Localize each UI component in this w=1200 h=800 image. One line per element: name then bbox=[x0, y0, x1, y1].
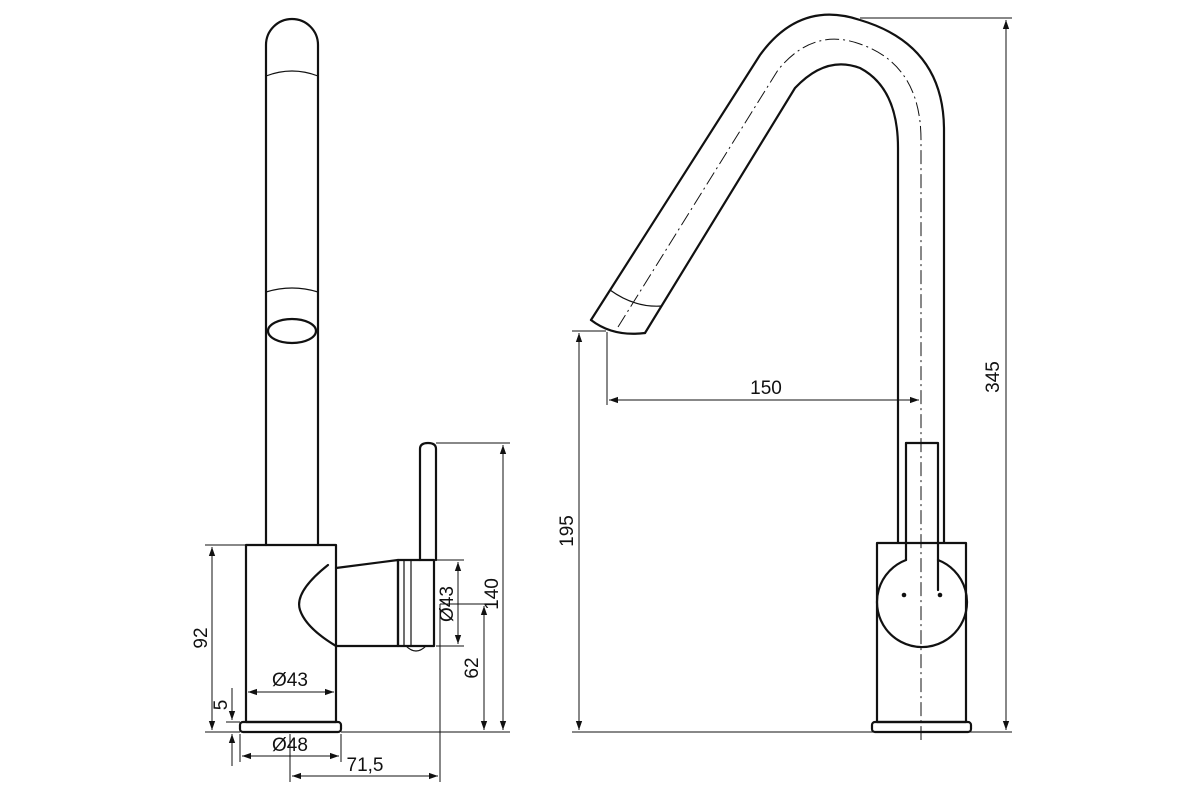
side-dimension-lines bbox=[208, 445, 507, 780]
dim-lever-diameter: Ø43 bbox=[437, 586, 458, 622]
front-dimension-lines bbox=[575, 20, 1010, 730]
front-body bbox=[870, 441, 973, 734]
lever-handle bbox=[298, 441, 438, 652]
dim-lever-axis-height: 62 bbox=[462, 657, 483, 678]
aerator-outlet bbox=[266, 317, 318, 345]
spout-tube bbox=[264, 17, 320, 547]
dim-base-height: 5 bbox=[211, 700, 232, 711]
dim-lever-top-height: 140 bbox=[482, 578, 503, 610]
side-view: 92 5 Ø43 Ø48 71,5 Ø43 62 140 bbox=[191, 17, 510, 782]
base-plate bbox=[238, 720, 343, 734]
lever-marker-dot bbox=[937, 592, 943, 598]
dim-body-height: 92 bbox=[191, 627, 212, 648]
gooseneck-spout bbox=[589, 13, 946, 740]
dim-total-height: 345 bbox=[983, 361, 1004, 393]
dim-body-diameter: Ø43 bbox=[272, 670, 308, 691]
dim-spout-reach: 150 bbox=[750, 378, 782, 399]
dim-outlet-height: 195 bbox=[557, 515, 578, 547]
side-extension-lines bbox=[205, 442, 510, 782]
dim-lever-offset: 71,5 bbox=[347, 755, 384, 776]
front-extension-lines bbox=[572, 17, 1012, 733]
front-view: 150 195 345 bbox=[557, 13, 1012, 740]
lever-marker-dot bbox=[901, 592, 907, 598]
dim-base-diameter: Ø48 bbox=[272, 735, 308, 756]
mixer-body bbox=[238, 543, 343, 734]
